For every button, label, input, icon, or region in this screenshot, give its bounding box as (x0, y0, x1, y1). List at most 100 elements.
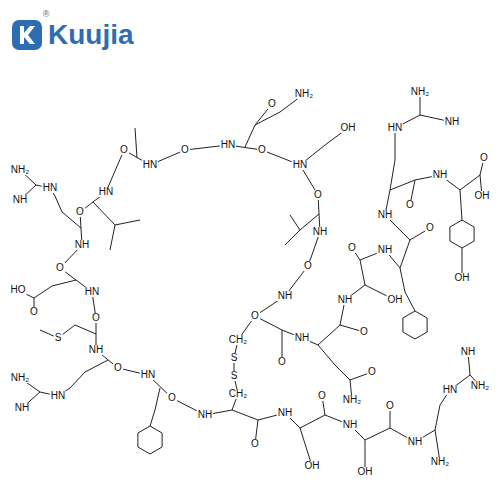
atom-label: NH (377, 245, 393, 255)
atom-label: NH (342, 420, 358, 430)
atom-label: HN (84, 287, 100, 297)
atom-label: OH (474, 191, 491, 201)
atom-label: S (54, 333, 63, 343)
atom-label: O (277, 357, 287, 367)
atom-label: NH₂ (10, 373, 30, 383)
atom-label: NH (432, 170, 448, 180)
atom-label: HN (142, 160, 158, 170)
atom-label: O (29, 307, 39, 317)
atom-label: O (479, 153, 489, 163)
atom-label: NH (337, 295, 353, 305)
atom-label: OH (304, 461, 321, 471)
atom-label: O (250, 439, 260, 449)
atom-label: O (313, 190, 323, 200)
bond-line (255, 316, 282, 362)
bond-line (318, 325, 364, 345)
atom-label: O (167, 393, 177, 403)
atom-label: O (91, 313, 101, 323)
atom-label: HN (42, 183, 58, 193)
atom-label: NH₂ (470, 381, 490, 391)
atom-label: O (267, 99, 277, 109)
atom-label: O (385, 401, 395, 411)
bond-line (282, 330, 318, 345)
atom-label: O (257, 145, 267, 155)
atom-label: OH (340, 123, 357, 133)
atom-label: HN (220, 140, 236, 150)
watermark-text: Kuujia (48, 21, 134, 49)
atom-label: HN (292, 160, 308, 170)
atom-label: HN (387, 123, 403, 133)
atom-label: O (55, 263, 65, 273)
atom-label: CH₂ (228, 389, 248, 399)
atom-label: NH (277, 408, 293, 418)
atom-label: O (113, 363, 123, 373)
logo-icon (12, 20, 42, 50)
atom-label: NH (444, 117, 460, 127)
atom-label: NH₂ (10, 165, 30, 175)
atom-label: HN (140, 370, 156, 380)
logo-icon (20, 26, 35, 44)
bond-line (40, 325, 96, 338)
atom-label: NH₂ (410, 87, 430, 97)
bond-line (325, 415, 365, 440)
atom-label: OH (357, 467, 374, 477)
bond-line (403, 311, 427, 339)
atom-label: O (359, 327, 369, 337)
atom-label: O (180, 145, 190, 155)
atom-label: O (75, 207, 85, 217)
atom-label: S (230, 371, 239, 381)
bond-line (93, 202, 140, 225)
bond-line (245, 104, 272, 147)
bond-line (110, 225, 115, 250)
atom-label: NH₂ (342, 395, 362, 405)
logo-icon (12, 20, 42, 50)
atom-label: O (250, 311, 260, 321)
bond-line (34, 280, 76, 298)
bond-line (60, 145, 320, 415)
atom-label: NH (377, 210, 393, 220)
bond-line (390, 128, 395, 190)
atom-label: NH (277, 291, 293, 301)
bond-line (352, 248, 365, 285)
bond-line (450, 220, 474, 248)
bond-line (150, 388, 160, 426)
atom-label: NH (14, 403, 30, 413)
atom-label: O (119, 145, 129, 155)
atom-label: HN (50, 391, 66, 401)
bond-line (365, 406, 390, 440)
atom-label: NH (460, 347, 476, 357)
bond-line (460, 190, 462, 220)
atom-label: NH (312, 227, 328, 237)
bond-line (435, 390, 450, 430)
atom-label: O (303, 261, 313, 271)
atom-label: CH₂ (228, 335, 248, 345)
atom-label: O (317, 391, 327, 401)
atom-label: HO (10, 285, 27, 295)
atom-label: O (425, 223, 435, 233)
registered-mark: ® (43, 10, 50, 19)
atom-label: O (367, 367, 377, 377)
atom-label: OH (454, 273, 471, 283)
bond-line (138, 426, 162, 454)
bond-line (285, 230, 300, 245)
atom-label: HN (442, 385, 458, 395)
atom-label: NH₂ (294, 89, 314, 99)
bond-line (318, 345, 372, 380)
atom-label: S (230, 353, 239, 363)
atom-label: NH (12, 195, 28, 205)
atom-label: NH (294, 333, 310, 343)
atom-label: NH (197, 410, 213, 420)
atom-label: NH (88, 345, 104, 355)
atom-label: HN (98, 187, 114, 197)
bond-line (340, 285, 365, 325)
atom-label: NH (407, 437, 423, 447)
atom-label: OH (387, 295, 404, 305)
atom-label: O (405, 200, 415, 210)
atom-label: O (347, 243, 357, 253)
bond-line (135, 128, 137, 158)
atom-label: NH (74, 240, 90, 250)
atom-label: NH₂ (430, 457, 450, 467)
